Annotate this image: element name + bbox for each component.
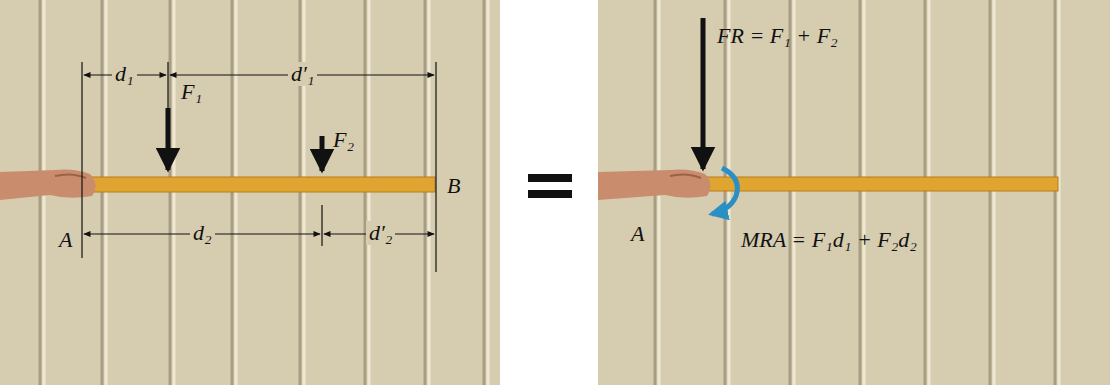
resultant-moment-label: MRA = F₁d₁ + F₂d₂ <box>738 228 920 252</box>
force-label: F₁ <box>178 80 205 104</box>
point-label: A <box>628 222 647 246</box>
dimension-label: d₁ <box>112 62 137 86</box>
dimension-label: d′₁ <box>288 62 317 86</box>
point-label: B <box>444 174 463 198</box>
board <box>85 177 435 192</box>
force-arrow <box>166 108 171 170</box>
hand <box>598 170 711 201</box>
moment-arrow <box>712 168 737 214</box>
equals-sign <box>528 174 572 198</box>
wall <box>0 0 500 385</box>
force-arrow <box>701 18 706 169</box>
hand <box>0 170 96 201</box>
force-arrow <box>320 136 325 171</box>
dimension-lines <box>82 62 436 272</box>
force-label: F₂ <box>330 128 357 152</box>
wall-grooves <box>655 0 1059 385</box>
resultant-force-label: FR = F₁ + F₂ <box>714 24 841 48</box>
board <box>700 177 1058 191</box>
wall <box>598 0 1110 385</box>
wall-grooves <box>40 0 488 385</box>
dimension-label: d₂ <box>190 221 215 245</box>
point-label: A <box>56 228 75 252</box>
dimension-label: d′₂ <box>366 221 395 245</box>
